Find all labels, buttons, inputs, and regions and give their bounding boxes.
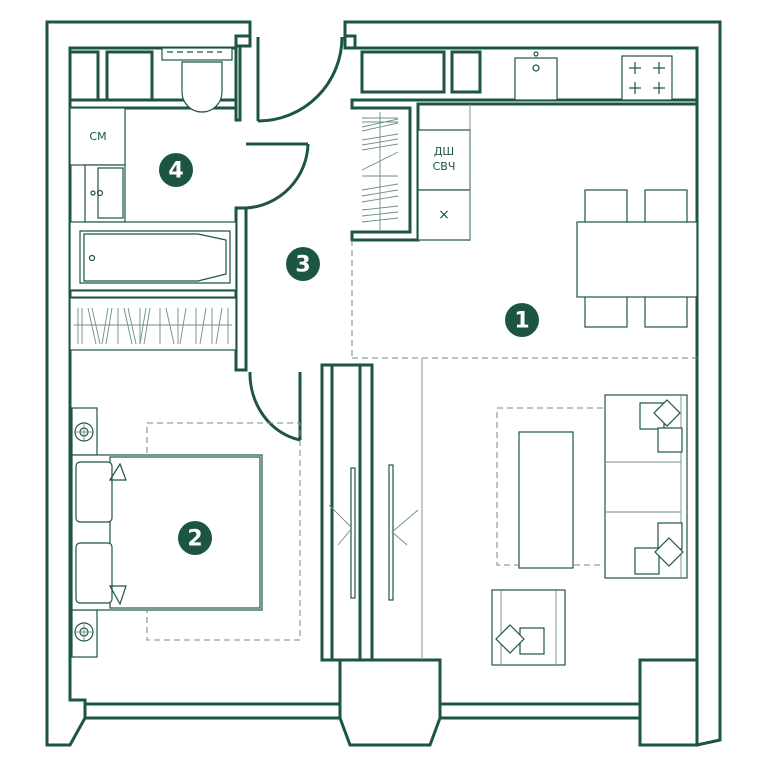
stove-icon (621, 55, 673, 101)
room-badge-4: 4 (159, 153, 193, 187)
coffee-table (518, 431, 574, 569)
bedroom-wardrobe (69, 297, 237, 351)
room-number: 2 (187, 527, 202, 552)
microwave-label: СВЧ (433, 160, 456, 173)
bathroom-door[interactable] (245, 142, 310, 210)
dishwasher-label: ДШ (434, 145, 454, 158)
toilet-icon (181, 61, 223, 113)
room-badge-2: 2 (178, 521, 212, 555)
bedroom-door[interactable] (248, 371, 302, 442)
fridge-mark: × (438, 207, 450, 223)
sink-icon (84, 164, 126, 223)
kitchen: ДШ СВЧ × (360, 50, 673, 241)
room-number: 3 (295, 253, 310, 278)
room-number: 1 (514, 309, 529, 334)
tv-living (388, 464, 419, 601)
window-bottom-left (83, 702, 342, 720)
corner-pier (638, 658, 699, 747)
washing-machine-label: СМ (89, 130, 106, 143)
room-badge-3: 3 (286, 247, 320, 281)
bedroom-furniture (71, 407, 301, 658)
sink-kitchen-icon (514, 57, 558, 101)
entrance-door[interactable] (256, 36, 344, 123)
washing-machine (69, 107, 126, 166)
dining-set (576, 189, 698, 328)
hall-wardrobe (361, 112, 399, 230)
bathtub-icon (69, 221, 237, 291)
bathroom-fixtures: СМ (68, 47, 237, 291)
living-furniture (491, 394, 688, 666)
exterior-walls (45, 20, 722, 747)
tv-bedroom (328, 467, 356, 599)
balcony-pier (338, 658, 442, 747)
room-badge-1: 1 (505, 303, 539, 337)
interior-walls (68, 98, 699, 662)
room-number: 4 (168, 159, 183, 184)
dining-table (576, 221, 698, 298)
window-bottom-right (438, 702, 642, 720)
